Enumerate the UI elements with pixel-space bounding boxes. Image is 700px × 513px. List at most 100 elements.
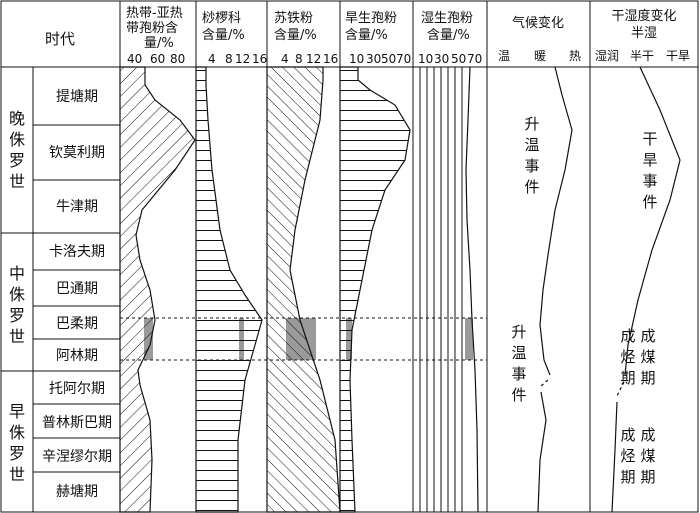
tick-xero-10: 10 <box>349 52 364 66</box>
tick-hygro-30: 30 <box>434 52 449 66</box>
tick-climate-mild: 暖 <box>534 49 546 63</box>
stage-label-sinemurian: 辛涅缪尔期 <box>42 449 112 465</box>
header-cycas-line1: 苏铁粉 <box>274 10 313 26</box>
header-hygro-line2: 含量/% <box>427 27 470 43</box>
stage-label-bajocian: 巴柔期 <box>56 316 98 332</box>
stage-label-hettangian: 赫塘期 <box>56 484 98 500</box>
tick-hygro-10: 10 <box>418 52 433 66</box>
stage-label-kimmeridgian: 钦莫利期 <box>49 145 105 161</box>
tick-hygro-50: 50 <box>451 52 466 66</box>
curve-hygrophytic <box>419 66 479 513</box>
era-late-char: 侏 <box>9 130 25 149</box>
stage-label-tithonian: 提塘期 <box>56 89 98 105</box>
drought-char: 事 <box>642 172 657 190</box>
tick-xero-70: 70 <box>396 52 411 66</box>
coal-char: 成 <box>640 426 655 444</box>
coal-char: 成 <box>640 327 655 345</box>
coal-char: 期 <box>640 369 655 387</box>
tick-tropical-60: 60 <box>150 52 165 66</box>
tick-humidity-semiarid: 半干 <box>630 49 654 63</box>
curve-climate <box>537 66 573 513</box>
interval-dotted-lines <box>120 317 487 361</box>
hydrocarbon-char: 期 <box>620 468 635 486</box>
tick-tropical-80: 80 <box>170 52 185 66</box>
coal-char: 期 <box>640 468 655 486</box>
era-middle-char: 世 <box>9 327 25 346</box>
tick-xero-50: 50 <box>381 52 396 66</box>
header-cyathea-line2: 含量/% <box>202 27 245 43</box>
tick-cycas-12: 12 <box>306 52 321 66</box>
hydrocarbon-char: 期 <box>620 369 635 387</box>
header-tropical-line3: 量/% <box>144 36 174 51</box>
drought-char: 旱 <box>642 151 657 169</box>
header-time: 时代 <box>45 30 75 48</box>
curve-cyathea <box>195 66 263 513</box>
tick-xero-30: 30 <box>366 52 381 66</box>
coal-char: 煤 <box>640 447 655 465</box>
annotation-warming-event-2: 升 温 事 件 <box>511 323 526 404</box>
annotation-coal-period-1: 成 烃 期 成 煤 期 <box>620 327 655 387</box>
stage-label-bathonian: 巴通期 <box>56 281 98 297</box>
stage-label-callovian: 卡洛夫期 <box>49 244 105 260</box>
stage-label-toarcian: 托阿尔期 <box>49 381 105 397</box>
tick-climate-hot: 热 <box>569 49 581 63</box>
header-humidity-line1: 干湿度变化 <box>611 8 676 24</box>
header-cycas-line2: 含量/% <box>274 27 317 43</box>
stage-label-oxfordian: 牛津期 <box>56 199 98 215</box>
era-middle-jurassic: 中 侏 罗 世 <box>9 264 25 346</box>
annotation-drought-event: 干 旱 事 件 <box>642 130 657 211</box>
warming-char: 升 <box>524 115 539 133</box>
tick-tropical-40: 40 <box>127 52 142 66</box>
era-early-char: 侏 <box>9 423 25 442</box>
era-late-char: 晚 <box>9 109 25 128</box>
header-xero-line2: 含量/% <box>345 27 388 43</box>
tick-climate-warm: 温 <box>498 49 510 63</box>
tick-cyathea-12: 12 <box>235 52 250 66</box>
hydrocarbon-char: 成 <box>620 426 635 444</box>
tick-cycas-16: 16 <box>323 52 338 66</box>
hydrocarbon-char: 烃 <box>620 447 635 465</box>
header-cyathea-line1: 桫椤科 <box>202 11 241 26</box>
era-early-char: 罗 <box>9 444 25 463</box>
header-hygro-line1: 湿生孢粉 <box>421 11 473 26</box>
tick-humidity-arid: 干旱 <box>666 49 690 63</box>
hydrocarbon-char: 烃 <box>620 348 635 366</box>
era-late-char: 世 <box>9 172 25 191</box>
era-middle-char: 侏 <box>9 285 25 304</box>
drought-char: 干 <box>642 130 657 148</box>
warming-char: 温 <box>524 136 539 154</box>
stage-label-pliensbachian: 普林斯巴期 <box>42 415 112 431</box>
warming-char: 件 <box>511 386 526 404</box>
warming-char: 温 <box>511 344 526 362</box>
era-late-char: 罗 <box>9 151 25 170</box>
header-tropical-line1: 热带-亚热 <box>126 6 183 21</box>
tick-humidity-humid: 湿润 <box>595 48 619 63</box>
warming-char: 升 <box>511 323 526 341</box>
warming-char: 事 <box>524 157 539 175</box>
stage-label-aalenian: 阿林期 <box>56 348 98 364</box>
era-early-jurassic: 早 侏 罗 世 <box>9 402 25 484</box>
warming-char: 事 <box>511 365 526 383</box>
tick-hygro-70: 70 <box>467 52 482 66</box>
header-tropical-line2: 带孢粉含 <box>126 20 178 36</box>
drought-char: 件 <box>642 193 657 211</box>
era-early-char: 世 <box>9 465 25 484</box>
curve-xerophytic <box>339 66 411 513</box>
era-middle-char: 中 <box>9 264 25 283</box>
header-humidity-line2: 半湿 <box>631 26 657 41</box>
hydrocarbon-char: 成 <box>620 327 635 345</box>
tick-cyathea-16: 16 <box>252 52 267 66</box>
curve-humidity <box>611 66 681 513</box>
tick-cycas-8: 8 <box>295 52 303 66</box>
warming-char: 件 <box>524 178 539 196</box>
tick-cyathea-4: 4 <box>208 52 216 66</box>
tick-cycas-4: 4 <box>281 52 289 66</box>
era-late-jurassic: 晚 侏 罗 世 <box>9 109 25 191</box>
annotation-coal-period-2: 成 烃 期 成 煤 期 <box>620 426 655 486</box>
era-early-char: 早 <box>9 402 25 421</box>
era-middle-char: 罗 <box>9 306 25 325</box>
curve-tropical-subtropical <box>119 66 196 513</box>
curve-cycas <box>266 66 341 513</box>
